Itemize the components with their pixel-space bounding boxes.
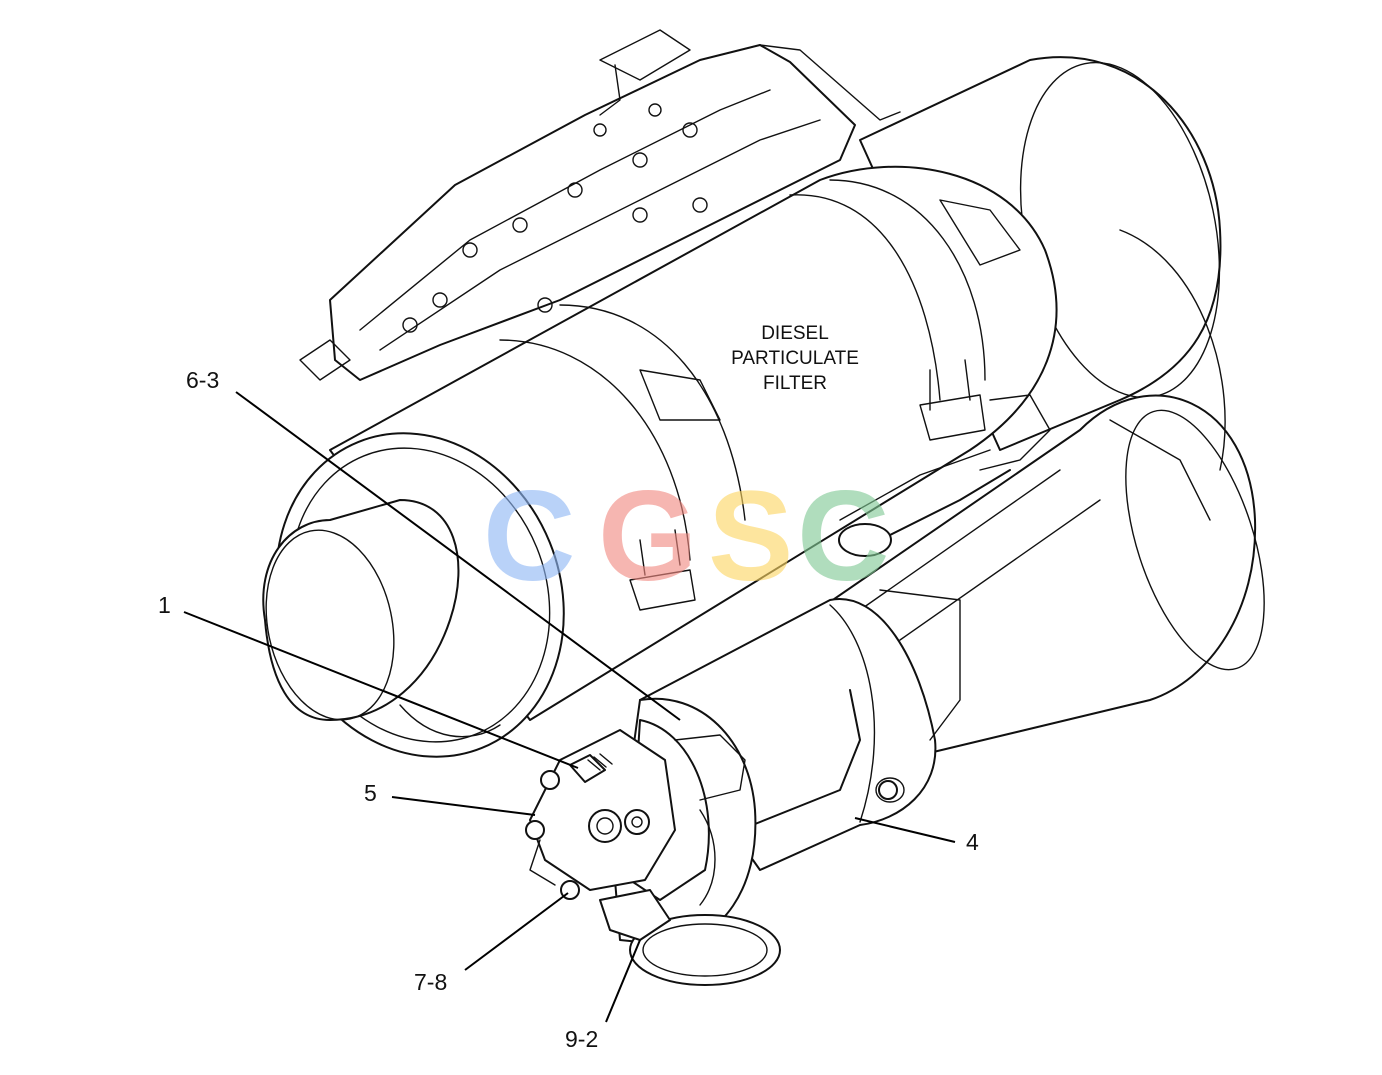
callout-5: 5 — [364, 780, 377, 806]
callout-7-8: 7-8 — [414, 969, 447, 995]
watermark-letter-1: C — [483, 465, 575, 608]
leader-line-5 — [391, 796, 536, 816]
sensor-valve-cluster — [525, 729, 898, 941]
inlet-end-cap — [262, 432, 565, 758]
component-label: DIESEL PARTICULATE FILTER — [731, 323, 859, 394]
watermark-letter-3: S — [708, 465, 793, 608]
watermark-letter-4: C — [797, 465, 889, 608]
component-label-line-3: FILTER — [763, 373, 827, 394]
component-label-line-2: PARTICULATE — [731, 348, 859, 369]
mounting-bracket — [299, 29, 901, 381]
leader-lines — [183, 391, 956, 1023]
leader-line-6-3 — [235, 391, 681, 721]
exhaust-tube — [838, 449, 1011, 557]
callout-4: 4 — [966, 829, 979, 855]
callout-9-2: 9-2 — [565, 1026, 598, 1052]
leader-line-1 — [183, 611, 579, 769]
component-label-line-1: DIESEL — [761, 323, 829, 344]
watermark-letter-2: G — [598, 465, 698, 608]
watermark: C G S C — [483, 465, 889, 608]
callout-6-3: 6-3 — [186, 367, 219, 393]
callouts: 6-3 1 5 4 7-8 9-2 — [158, 367, 979, 1052]
leader-line-7-8 — [464, 892, 569, 971]
leader-line-4 — [854, 817, 956, 843]
leader-line-9-2 — [605, 939, 641, 1023]
callout-1: 1 — [158, 592, 171, 618]
